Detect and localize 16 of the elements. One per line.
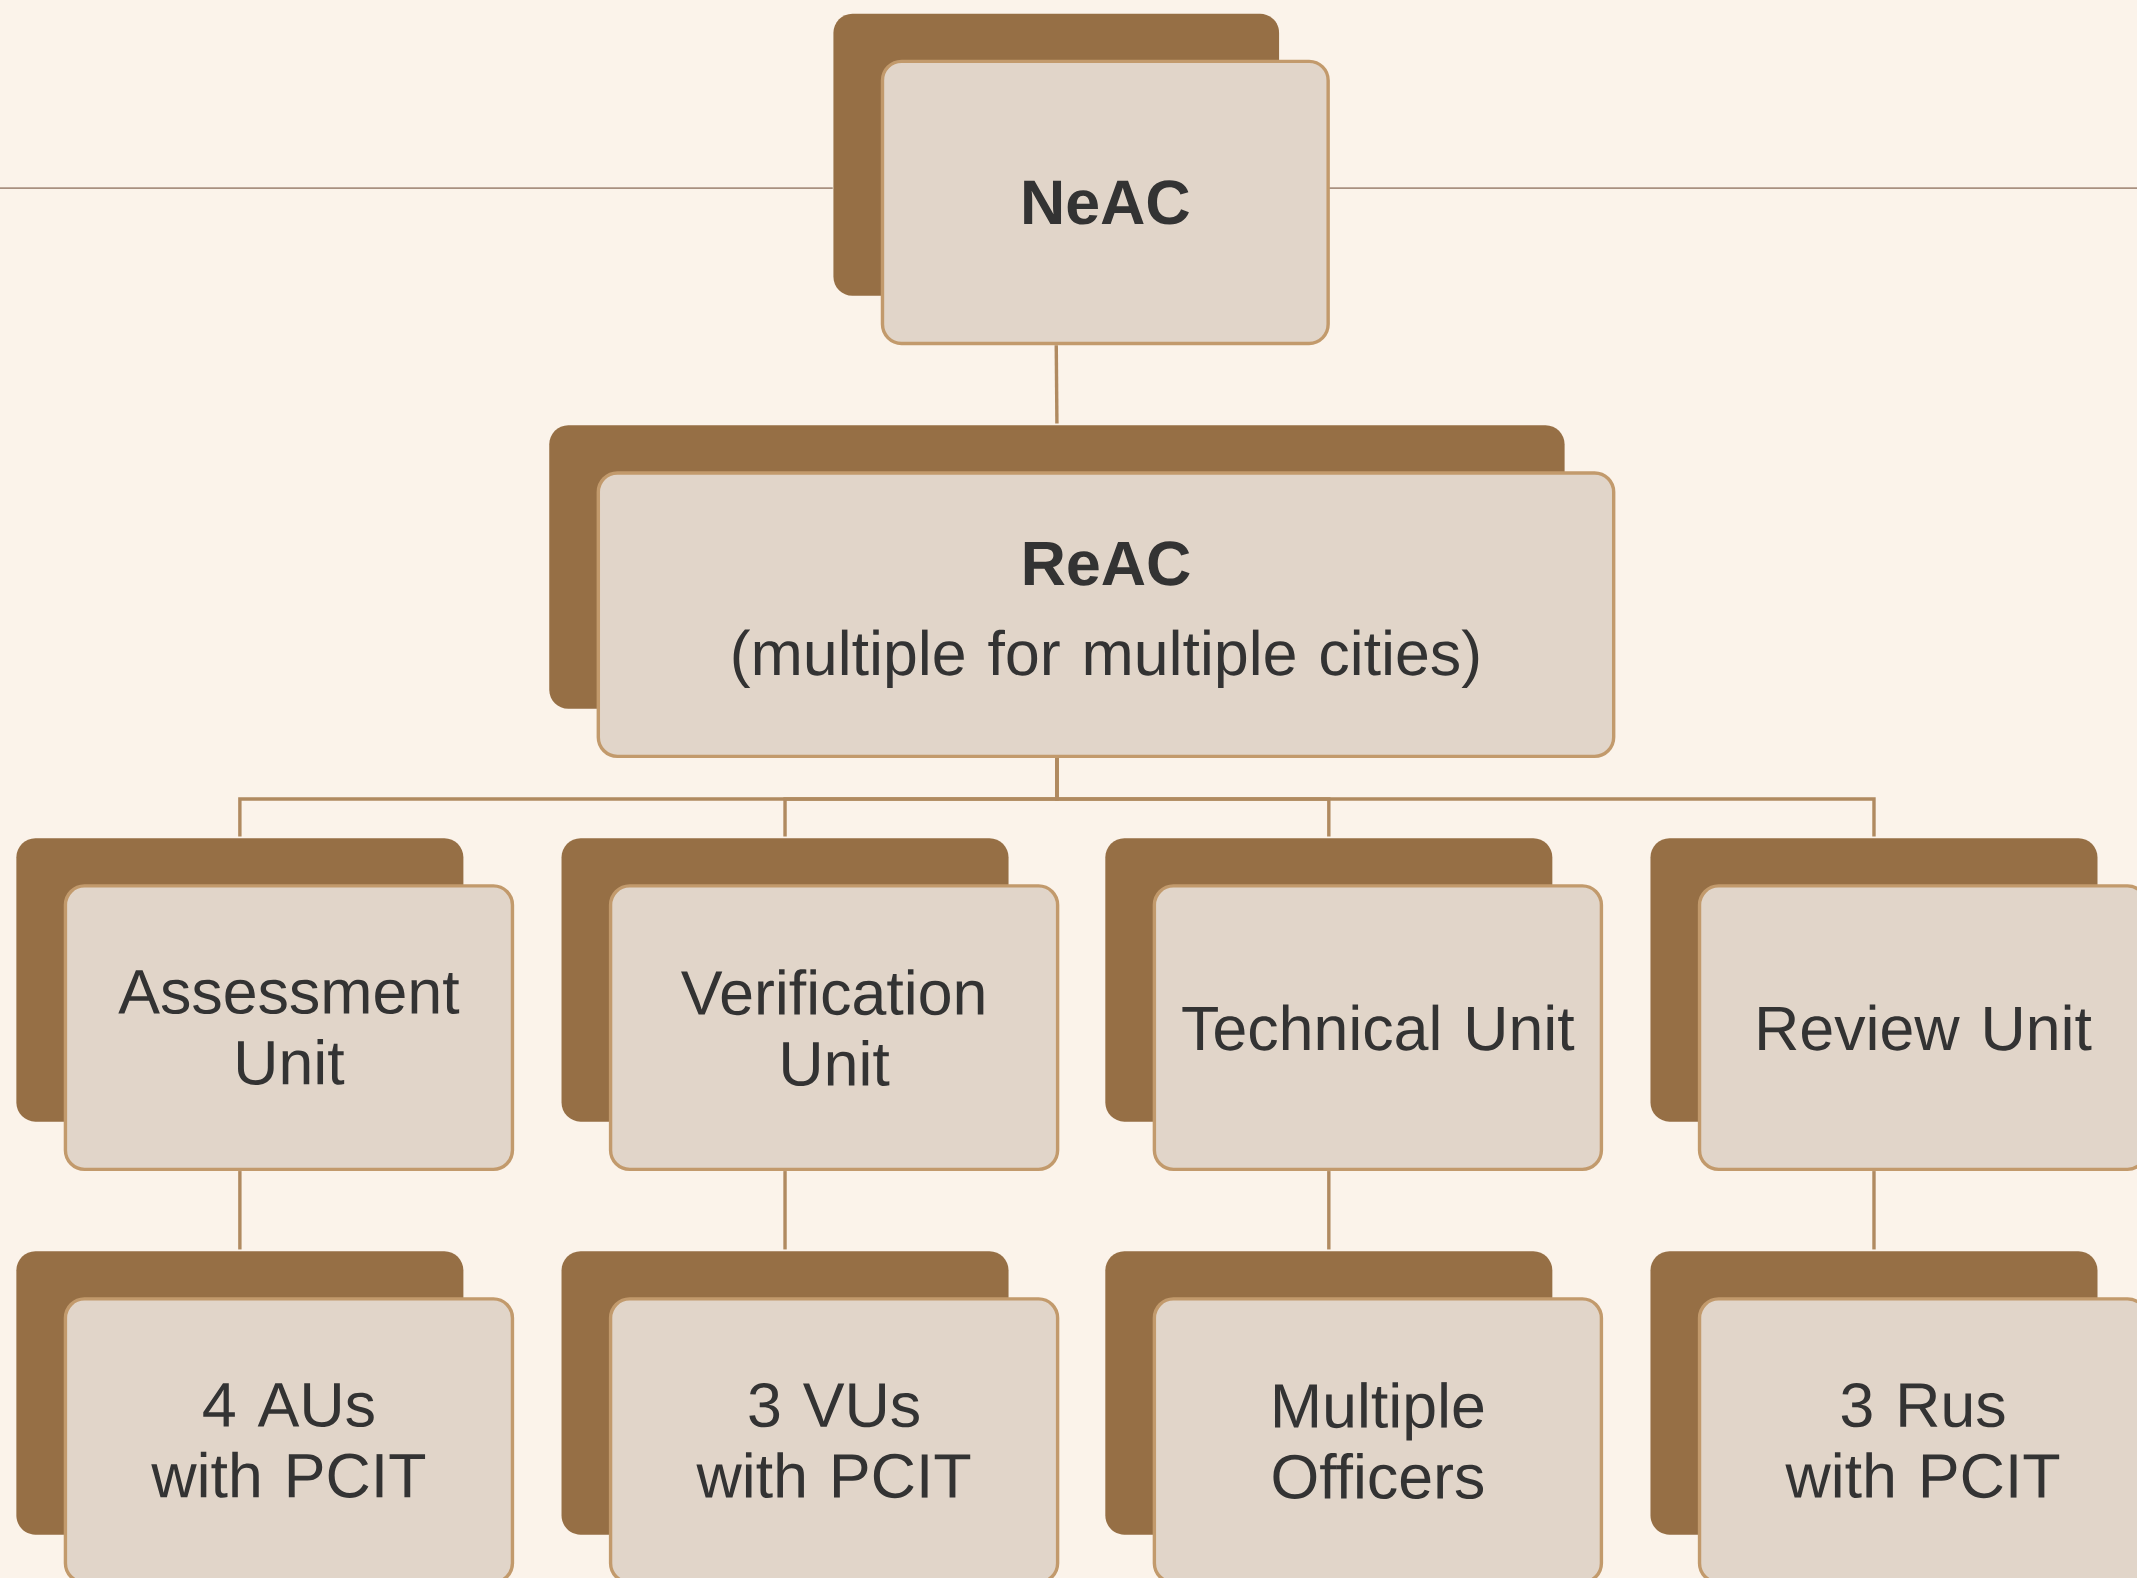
connector-line [783,1170,787,1250]
unit-box: Technical Unit [1105,838,1604,1171]
unit-box: Multiple Officers [1105,1251,1604,1578]
connector-line [1055,758,1876,837]
unit-box: Assessment Unit [16,838,515,1171]
unit-box: Review Unit [1650,838,2137,1171]
unit-box: ReAC (multiple for multiple cities) [549,425,1616,758]
unit-box: 3 Rus with PCIT [1650,1251,2137,1578]
unit-box: Verification Unit [561,838,1060,1171]
connector-line [1327,1170,1331,1250]
unit-box: NeAC [833,13,1330,346]
connector-line [238,1170,242,1250]
connector-line [1054,345,1059,424]
connector-line [1872,1170,1876,1250]
unit-box: 4 AUs with PCIT [16,1251,515,1578]
unit-box: 3 VUs with PCIT [561,1251,1060,1578]
